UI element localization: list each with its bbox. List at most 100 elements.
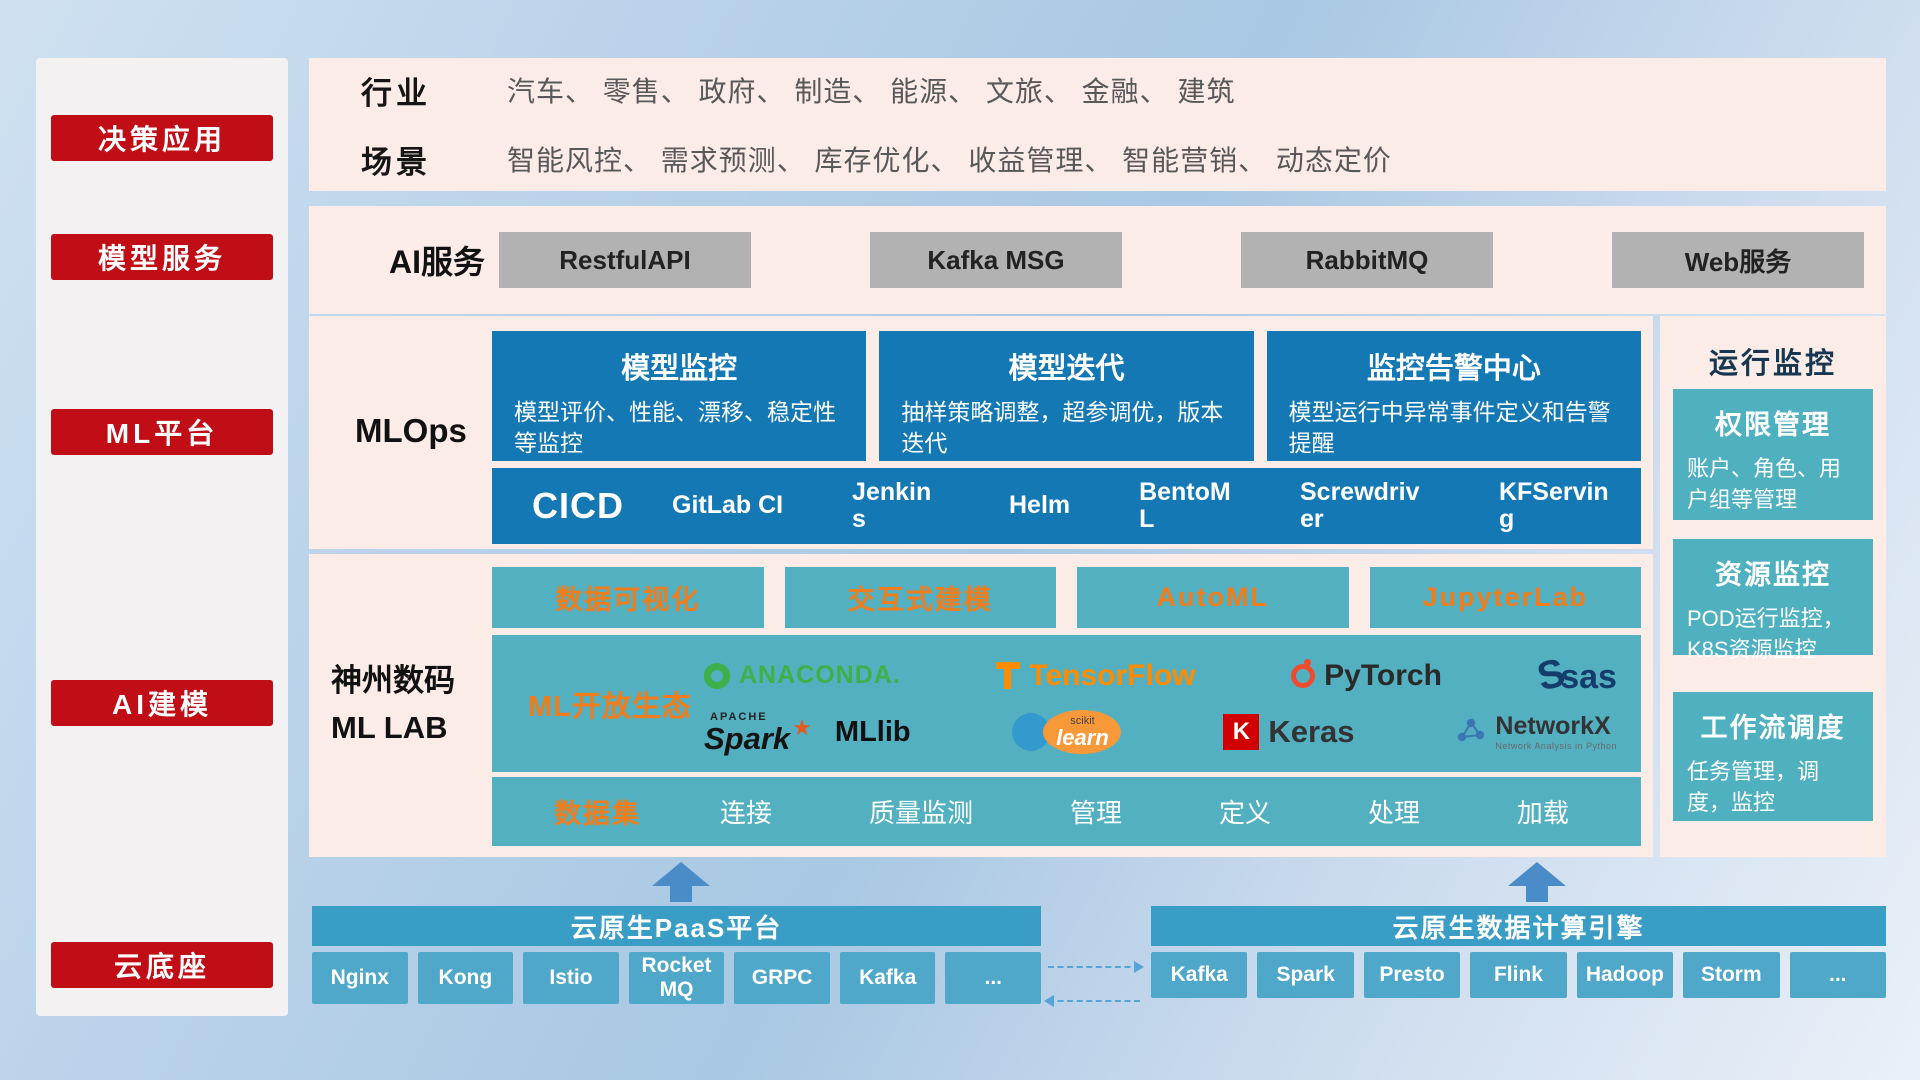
networkx-label: NetworkX [1495, 712, 1611, 741]
model-iteration-title: 模型迭代 [1008, 353, 1125, 385]
paas-item-grpc: GRPC [734, 952, 830, 1004]
dataset-item-row: 连接 质量监测 管理 定义 处理 加载 [720, 793, 1569, 830]
cloud-engine-button-row: Kafka Spark Presto Flink Hadoop Storm ..… [1151, 952, 1886, 998]
mlops-card-row: 模型监控 模型评价、性能、漂移、稳定性等监控 模型迭代 抽样策略调整，超参调优，… [492, 331, 1641, 461]
logo-row-2: APACHE Spark ★ MLlib scikit learn [696, 710, 1625, 754]
sidebar-item-ai-modeling: AI建模 [51, 680, 273, 726]
model-iteration-desc: 抽样策略调整，超参调优，版本迭代 [901, 399, 1224, 457]
resource-monitoring-box: 资源监控 POD运行监控，K8S资源监控 [1673, 539, 1873, 662]
dataset-item-connect: 连接 [720, 798, 773, 828]
ml-ecosystem-logos: ANACONDA. TensorFlow PyTorch S sas [696, 650, 1625, 754]
cloud-paas-bar: 云原生PaaS平台 [312, 906, 1041, 946]
up-arrow-icon [652, 862, 710, 902]
up-arrow-icon [1508, 862, 1566, 902]
ml-ecosystem-box: ML开放生态 ANACONDA. TensorFlow PyTorch [492, 635, 1641, 772]
industry-list: 汽车、 零售、 政府、 制造、 能源、 文旅、 金融、 建筑 [507, 76, 1236, 107]
ai-service-chip-row: RestfulAPI Kafka MSG RabbitMQ Web服务 [499, 232, 1864, 288]
spark-wordmark: APACHE Spark ★ [704, 711, 812, 754]
model-monitoring-title: 模型监控 [621, 353, 738, 385]
workflow-scheduling-title: 工作流调度 [1700, 713, 1846, 743]
alert-center-desc: 模型运行中异常事件定义和告警提醒 [1288, 399, 1611, 457]
feature-chip-automl: AutoML [1077, 567, 1349, 628]
mllib-label: MLlib [834, 715, 911, 748]
dataset-item-define: 定义 [1218, 798, 1271, 828]
engine-item-presto: Presto [1363, 952, 1461, 998]
up-arrow-head [1508, 862, 1566, 886]
paas-item-istio: Istio [523, 952, 619, 1004]
dashed-arrow-left-icon [1044, 995, 1140, 1007]
pytorch-label: PyTorch [1324, 658, 1442, 692]
permission-management-title: 权限管理 [1715, 410, 1831, 440]
sidebar-item-model-services: 模型服务 [51, 234, 273, 280]
anaconda-icon [704, 662, 730, 689]
mllab-label-line1: 神州数码 [331, 663, 455, 698]
ai-service-band: AI服务 RestfulAPI Kafka MSG RabbitMQ Web服务 [309, 206, 1886, 314]
engine-item-kafka: Kafka [1151, 952, 1248, 998]
dataset-bar: 数据集 连接 质量监测 管理 定义 处理 加载 [492, 777, 1641, 846]
paas-item-kafka: Kafka [839, 952, 936, 1004]
scikit-small-label: scikit [1070, 714, 1095, 727]
scikit-learn-label: learn [1056, 724, 1109, 750]
engine-item-storm: Storm [1683, 952, 1780, 998]
industry-scenario-band: 行业 汽车、 零售、 政府、 制造、 能源、 文旅、 金融、 建筑 场景 智能风… [309, 58, 1886, 191]
anaconda-label: ANACONDA. [739, 661, 901, 689]
scikit-learn-blob: scikit learn [1043, 710, 1122, 754]
workflow-scheduling-desc: 任务管理，调度，监控 [1687, 759, 1820, 815]
up-arrow-stem [670, 886, 692, 902]
tensorflow-label: TensorFlow [1029, 658, 1196, 692]
pytorch-icon [1291, 658, 1316, 688]
feature-chip-interactive-modeling: 交互式建模 [784, 567, 1056, 628]
ai-service-chip-kafka-msg: Kafka MSG [870, 232, 1122, 288]
sidebar-item-decision-apps: 决策应用 [51, 115, 273, 161]
anaconda-logo: ANACONDA. [704, 661, 901, 690]
mlops-band: MLOps 模型监控 模型评价、性能、漂移、稳定性等监控 模型迭代 抽样策略调整… [309, 316, 1653, 549]
logo-row-1: ANACONDA. TensorFlow PyTorch S sas [696, 650, 1625, 700]
cicd-bar: CICD GitLab CI Jenkins Helm BentoML Scre… [492, 468, 1641, 544]
dataset-item-manage: 管理 [1069, 798, 1122, 828]
paas-item-rocketmq: RocketMQ [628, 952, 725, 1004]
scenario-label: 场景 [361, 144, 431, 180]
spark-label: Spark [704, 720, 791, 756]
scikit-learn-logo: scikit learn [1012, 710, 1122, 754]
cicd-tool-bentoml: BentoML [1139, 477, 1231, 533]
cicd-tool-helm: Helm [1008, 491, 1071, 520]
mlops-label: MLOps [355, 412, 467, 449]
dataset-item-process: 处理 [1367, 798, 1420, 828]
tensorflow-icon [996, 662, 1021, 689]
resource-monitoring-desc: POD运行监控，K8S资源监控 [1687, 606, 1845, 662]
scenario-row: 场景 智能风控、 需求预测、 库存优化、 收益管理、 智能营销、 动态定价 [361, 137, 1886, 182]
engine-item-hadoop: Hadoop [1576, 952, 1674, 998]
sidebar-item-ml-platform: ML平台 [51, 409, 273, 455]
mllab-band: 神州数码 ML LAB 数据可视化 交互式建模 AutoML JupyterLa… [309, 554, 1653, 857]
runtime-monitor-panel: 运行监控 权限管理 账户、角色、用户组等管理 资源监控 POD运行监控，K8S资… [1660, 316, 1886, 857]
model-monitoring-desc: 模型评价、性能、漂移、稳定性等监控 [514, 399, 836, 457]
cicd-label: CICD [532, 485, 624, 526]
spark-main: Spark ★ [704, 715, 812, 756]
left-category-rail: 决策应用 模型服务 ML平台 AI建模 云底座 [36, 58, 288, 1016]
cloud-paas-button-row: Nginx Kong Istio RocketMQ GRPC Kafka ... [312, 952, 1042, 1004]
engine-item-spark: Spark [1257, 952, 1354, 998]
dataset-item-quality: 质量监测 [868, 798, 973, 828]
up-arrow-stem [1526, 886, 1548, 902]
permission-management-desc: 账户、角色、用户组等管理 [1687, 456, 1842, 512]
model-monitoring-card: 模型监控 模型评价、性能、漂移、稳定性等监控 [492, 331, 867, 461]
ai-service-chip-rabbitmq: RabbitMQ [1241, 232, 1493, 288]
mllab-feature-row: 数据可视化 交互式建模 AutoML JupyterLab [492, 567, 1641, 628]
sas-logo: S sas [1533, 650, 1617, 699]
alert-center-card: 监控告警中心 模型运行中异常事件定义和告警提醒 [1266, 331, 1641, 461]
ai-service-label: AI服务 [389, 244, 486, 280]
industry-label: 行业 [361, 75, 431, 111]
runtime-monitor-title: 运行监控 [1708, 348, 1837, 380]
cicd-tool-jenkins: Jenkins [852, 477, 932, 533]
paas-item-more: ... [945, 952, 1042, 1004]
networkx-logo: NetworkX Network Analysis in Python [1456, 713, 1617, 751]
cloud-data-engine-bar: 云原生数据计算引擎 [1151, 906, 1886, 946]
spark-mllib-logo: APACHE Spark ★ MLlib [704, 711, 911, 754]
permission-management-box: 权限管理 账户、角色、用户组等管理 [1673, 389, 1873, 520]
model-iteration-card: 模型迭代 抽样策略调整，超参调优，版本迭代 [879, 331, 1254, 461]
paas-item-nginx: Nginx [312, 952, 408, 1004]
pytorch-logo: PyTorch [1291, 658, 1442, 693]
feature-chip-jupyterlab: JupyterLab [1369, 567, 1641, 628]
networkx-subtitle: Network Analysis in Python [1495, 740, 1617, 751]
